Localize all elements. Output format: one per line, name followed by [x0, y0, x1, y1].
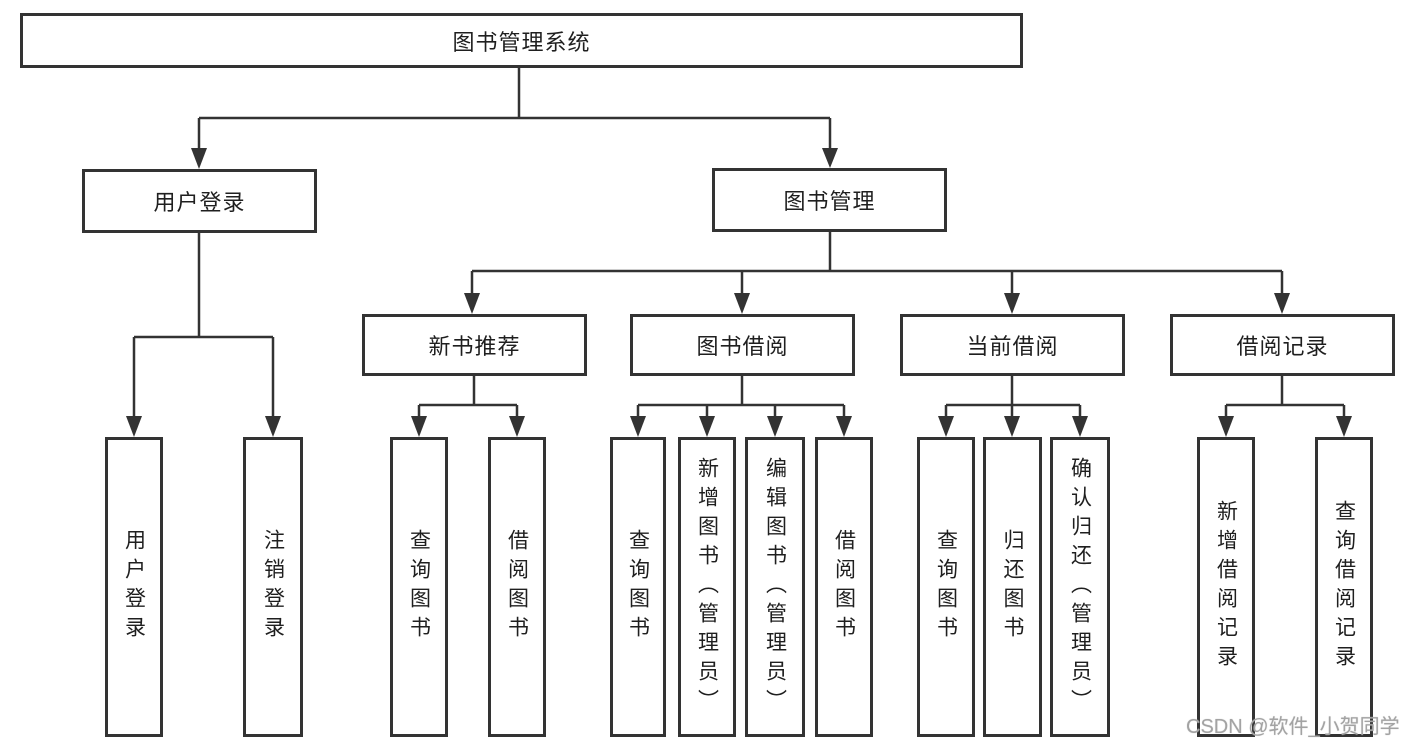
node-book-management: 图书管理	[712, 168, 947, 232]
leaf-borrow-book: 借阅图书	[815, 437, 873, 737]
node-book-borrow: 图书借阅	[630, 314, 855, 376]
leaf-add-borrow-record: 新增借阅记录	[1197, 437, 1255, 737]
node-current-borrow: 当前借阅	[900, 314, 1125, 376]
leaf-confirm-return-admin: 确认归还（管理员）	[1050, 437, 1110, 737]
leaf-logout: 注销登录	[243, 437, 303, 737]
leaf-add-book-admin: 新增图书（管理员）	[678, 437, 736, 737]
node-new-book-recommend: 新书推荐	[362, 314, 587, 376]
leaf-return-book: 归还图书	[983, 437, 1042, 737]
node-user-login: 用户登录	[82, 169, 317, 233]
leaf-edit-book-admin: 编辑图书（管理员）	[745, 437, 805, 737]
leaf-query-borrow-record: 查询借阅记录	[1315, 437, 1373, 737]
leaf-borrow-book-recommend: 借阅图书	[488, 437, 546, 737]
watermark: CSDN @软件_小贺同学	[1186, 716, 1400, 738]
leaf-query-book-current: 查询图书	[917, 437, 975, 737]
leaf-query-book-recommend: 查询图书	[390, 437, 448, 737]
node-library-management-system: 图书管理系统	[20, 13, 1023, 68]
leaf-user-login: 用户登录	[105, 437, 163, 737]
node-borrow-records: 借阅记录	[1170, 314, 1395, 376]
leaf-query-book-borrow: 查询图书	[610, 437, 666, 737]
